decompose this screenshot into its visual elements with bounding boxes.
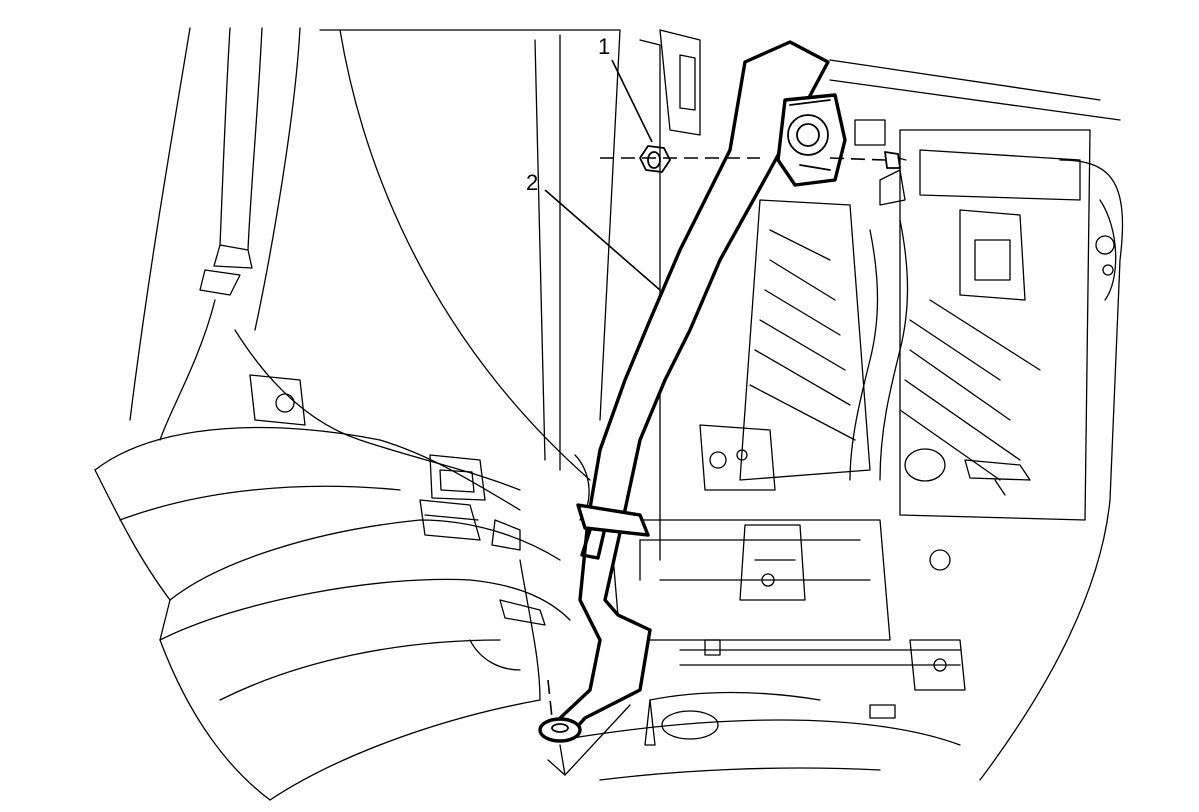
seat-belt-guide-loop <box>576 503 650 537</box>
seat-belt-retractor <box>776 93 847 187</box>
installation-axis-lines <box>547 157 886 776</box>
callout-2-leader <box>544 189 661 291</box>
callout-2-label: 2 <box>526 170 538 195</box>
retractor-stud <box>884 151 907 169</box>
seat-belt-assembly <box>538 40 847 743</box>
retractor-nut <box>639 145 671 173</box>
callout-1-label: 1 <box>598 34 610 59</box>
vehicle-interior-linework <box>94 27 1124 801</box>
callout-1-leader <box>611 59 653 143</box>
lower-anchor-bolt <box>538 717 582 743</box>
